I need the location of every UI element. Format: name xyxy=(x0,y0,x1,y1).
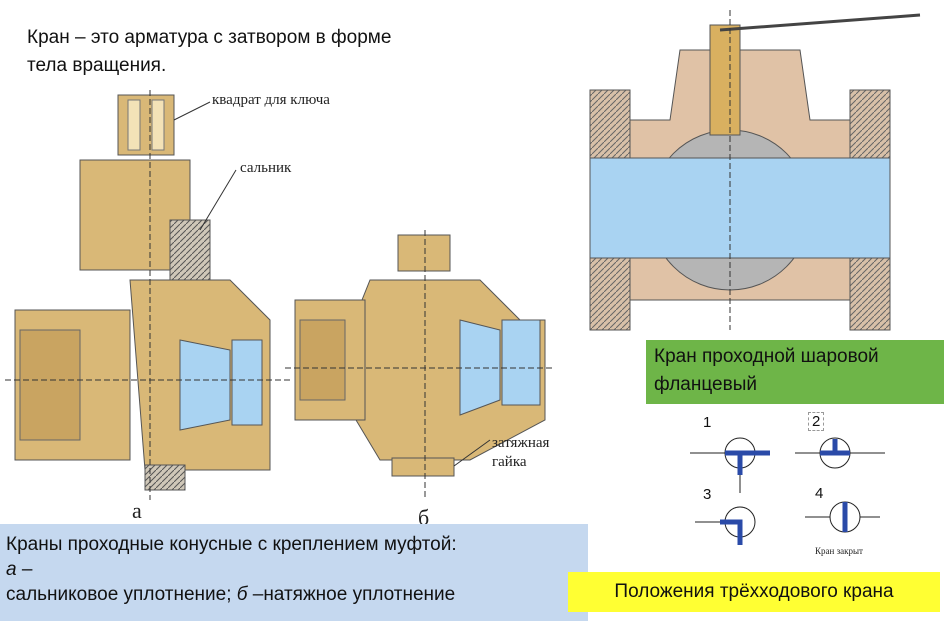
cone-valve-caption: Краны проходные конусные с креплением му… xyxy=(0,524,588,621)
position-3-diagram xyxy=(695,506,756,545)
position-1-diagram xyxy=(690,437,770,493)
three-way-diagrams xyxy=(690,437,885,545)
caption-line1: Краны проходные конусные с креплением му… xyxy=(6,534,457,555)
valve-b xyxy=(285,230,555,500)
caption-a-letter: а xyxy=(6,559,17,580)
page-title: Кран – это арматура с затвором в форме т… xyxy=(27,27,392,76)
valve-a xyxy=(5,90,290,500)
nut-label-line2: гайка xyxy=(492,454,527,470)
valve-a-square-head xyxy=(117,94,175,156)
position-1-label: 1 xyxy=(703,414,712,431)
label-a: а xyxy=(132,498,142,523)
cone-valve-drawings xyxy=(5,90,555,500)
three-way-caption: Положения трёхходового крана xyxy=(568,572,940,612)
valve-a-outlet xyxy=(231,339,263,426)
valve-b-outlet xyxy=(501,319,541,406)
label-b: б xyxy=(418,505,430,530)
valve-b-square-head xyxy=(397,234,451,272)
caption-b-letter: б xyxy=(236,584,248,605)
valve-b-nut xyxy=(391,457,455,477)
closed-label: Кран закрыт xyxy=(815,546,863,556)
position-2-label: 2 xyxy=(808,412,825,431)
ball-valve-drawing xyxy=(589,10,921,331)
square-label: квадрат для ключа xyxy=(212,92,330,108)
position-3-label: 3 xyxy=(703,486,712,503)
valve-a-cone xyxy=(179,339,231,431)
flow-channel xyxy=(589,157,891,259)
ball-valve-caption: Кран проходной шаровой фланцевый xyxy=(646,340,944,404)
handle xyxy=(719,13,921,32)
position-2-diagram xyxy=(795,437,885,469)
position-4-diagram xyxy=(805,501,880,533)
nut-label-line1: затяжная xyxy=(492,435,550,451)
valve-a-gland xyxy=(169,219,211,281)
position-4-label: 4 xyxy=(815,485,824,502)
gland-label: сальник xyxy=(240,160,292,176)
stem xyxy=(709,24,741,136)
